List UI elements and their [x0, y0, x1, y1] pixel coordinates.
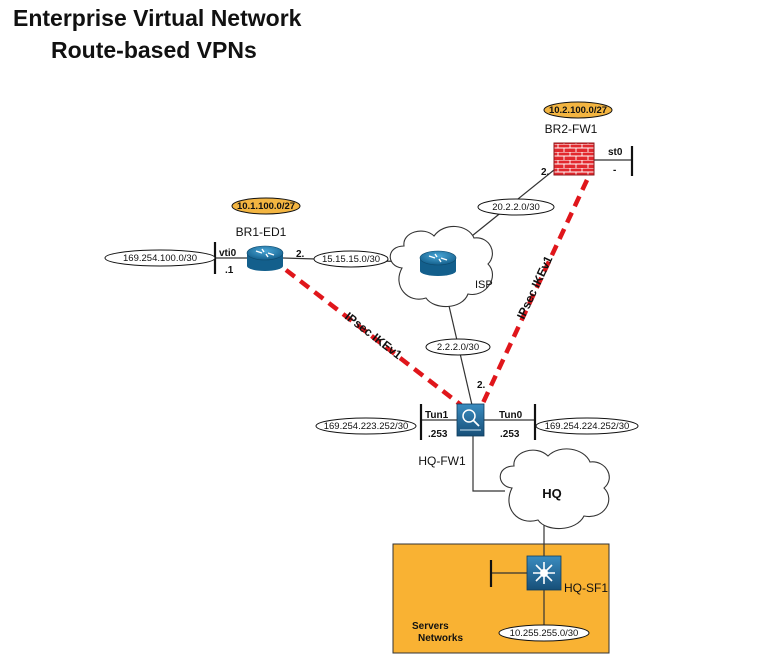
net-hq-wan-label: 2.2.2.0/30 — [437, 342, 479, 353]
net-hq-wan-oval — [425, 338, 491, 356]
hq-tun0-host: .253 — [500, 429, 520, 440]
net-br1-wan-oval — [313, 250, 389, 268]
br1-name-label: BR1-ED1 — [236, 225, 287, 239]
vpn-label-br1-hq: IPsec IKEv1 — [342, 309, 405, 362]
net-br2-wan-label: 20.2.2.0/30 — [492, 202, 540, 213]
br1-iface-host: .1 — [225, 265, 234, 276]
hq-tun0-label: Tun0 — [499, 410, 523, 421]
hq-fw-name-label: HQ-FW1 — [418, 454, 466, 468]
net-br1-wan-label: 15.15.15.0/30 — [322, 254, 380, 265]
hq-cloud — [499, 448, 610, 530]
page-title: Enterprise Virtual Network — [13, 5, 302, 31]
hq-tun1-label: Tun1 — [425, 410, 449, 421]
br2-subnet-label: 10.2.100.0/27 — [549, 105, 607, 116]
isp-router-icon[interactable] — [419, 250, 457, 276]
servers-box-label-line2: Networks — [418, 633, 463, 644]
br2-iface-label: st0 — [608, 147, 623, 158]
hq-tun1-host: .253 — [428, 429, 448, 440]
page-subtitle: Route-based VPNs — [51, 37, 257, 63]
net-servers-label: 10.255.255.0/30 — [510, 628, 579, 639]
hq-wan-host: 2. — [477, 380, 486, 391]
br1-subnet-label: 10.1.100.0/27 — [237, 201, 295, 212]
br1-iface-label: vti0 — [219, 248, 237, 259]
br2-name-label: BR2-FW1 — [545, 122, 598, 136]
net-hq-tun0-label: 169.254.224.252/30 — [545, 421, 630, 432]
vpn-label-br2-hq: IPsec IKEv1 — [514, 253, 556, 321]
net-hq-tun1-oval — [315, 417, 417, 435]
br2-subnet-pill — [543, 101, 613, 119]
vpn-line-br2-hq — [479, 179, 590, 406]
net-br2-wan-oval — [477, 198, 555, 216]
hq-cloud-label: HQ — [542, 486, 562, 501]
br2-firewall-icon[interactable] — [553, 142, 595, 176]
link-hq-cloud — [472, 436, 505, 492]
servers-box-label-line1: Servers — [412, 621, 449, 632]
net-br1-tunnel-oval — [104, 249, 216, 267]
hq-sf-name-label: HQ-SF1 — [564, 581, 608, 595]
net-hq-tun1-label: 169.254.223.252/30 — [324, 421, 409, 432]
br2-iface-host: - — [613, 165, 616, 176]
br1-wan-host: 2. — [296, 249, 305, 260]
net-servers-oval — [498, 624, 590, 642]
net-hq-tun0-oval — [535, 417, 639, 435]
net-br1-tunnel-label: 169.254.100.0/30 — [123, 253, 197, 264]
isp-name-label: ISP — [475, 279, 493, 291]
br1-subnet-pill — [231, 197, 301, 215]
br1-router-icon[interactable] — [246, 245, 284, 271]
hq-firewall-icon[interactable] — [456, 403, 485, 437]
hq-sf-switch-icon[interactable] — [526, 555, 562, 591]
br2-wan-host: 2. — [541, 167, 550, 178]
vpn-line-br1-hq — [284, 268, 463, 407]
